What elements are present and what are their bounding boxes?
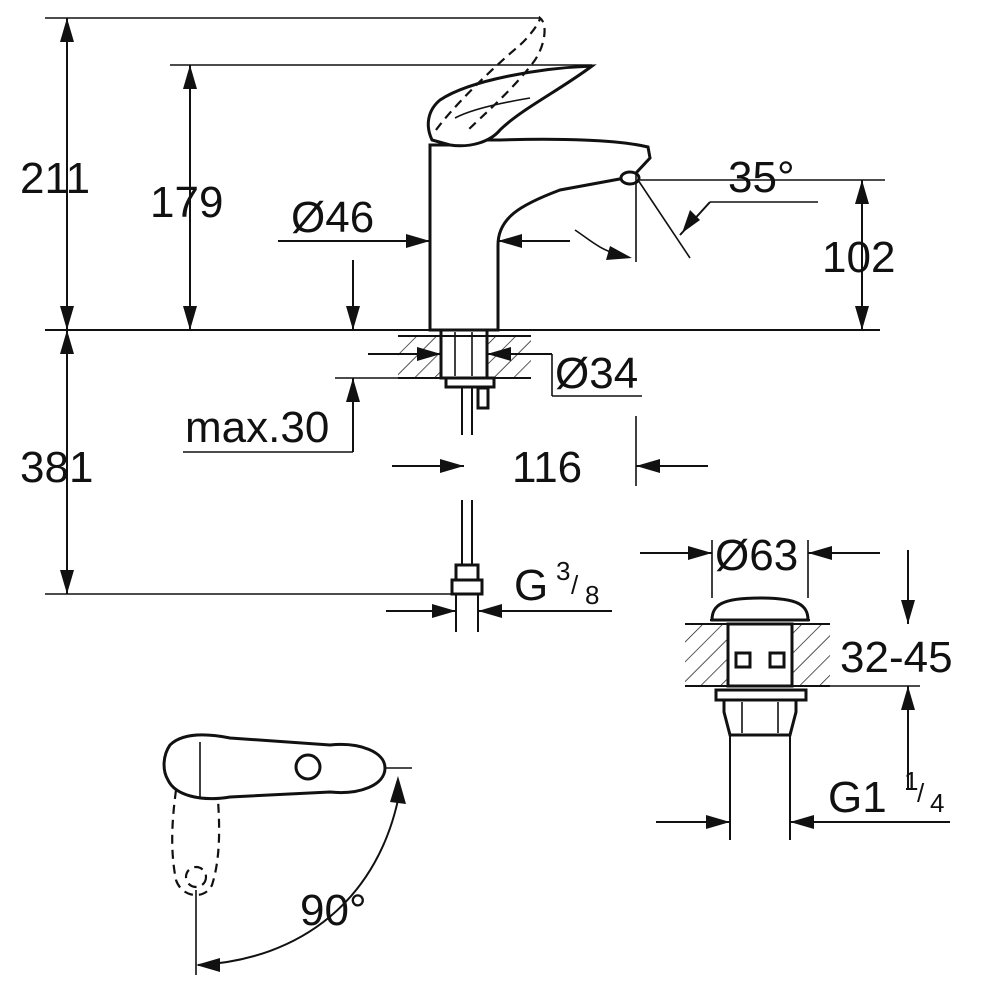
- dim-lever-rotation: 90°: [300, 886, 367, 935]
- dim-connection-thread-num: 3: [556, 556, 570, 586]
- rotation-arc: [197, 789, 401, 966]
- dim-shank-diameter: Ø34: [555, 349, 638, 398]
- supply-hose: [461, 387, 473, 435]
- faucet-view: 211 179 Ø46 35° 102: [20, 15, 895, 632]
- dim-waste-thread-num: 1: [904, 766, 918, 796]
- dim-179: 179: [150, 178, 223, 227]
- dim-waste-range: 32-45: [840, 633, 953, 682]
- dim-waste-thread: G1: [828, 773, 887, 822]
- dim-connection-thread-den: 8: [585, 580, 599, 610]
- waste-cap: [710, 596, 810, 622]
- aerator: [619, 170, 641, 186]
- waste-hatch-right: [792, 624, 830, 686]
- mounting-nut: [444, 376, 496, 389]
- svg-text:/: /: [917, 778, 925, 808]
- dim-waste-diameter: Ø63: [715, 531, 798, 580]
- lever-pivot: [294, 753, 322, 781]
- waste-view: Ø63 32-45 G1 1 / 4: [640, 531, 953, 840]
- lever-handle: [426, 64, 597, 148]
- shank: [439, 328, 489, 380]
- dim-spout-height: 102: [822, 233, 895, 282]
- dim-spout-angle: 35°: [728, 153, 795, 202]
- dim-waste-thread-den: 4: [930, 788, 944, 818]
- dim-381: 381: [20, 443, 93, 492]
- waste-hatch-left: [685, 624, 728, 686]
- dim-max-thickness: max.30: [185, 403, 329, 452]
- waste-nut: [722, 698, 798, 737]
- hose-connector: [450, 578, 484, 596]
- dim-projection: 116: [512, 443, 582, 492]
- dim-connection-thread: G: [514, 561, 548, 610]
- dim-body-diameter: Ø46: [291, 193, 374, 242]
- lever-top-view: 90°: [162, 733, 412, 975]
- lever-rotated-position: [171, 789, 221, 896]
- faucet-body: [428, 137, 652, 332]
- lever-top: [162, 733, 387, 801]
- svg-text:/: /: [571, 570, 579, 600]
- dim-211: 211: [20, 154, 90, 203]
